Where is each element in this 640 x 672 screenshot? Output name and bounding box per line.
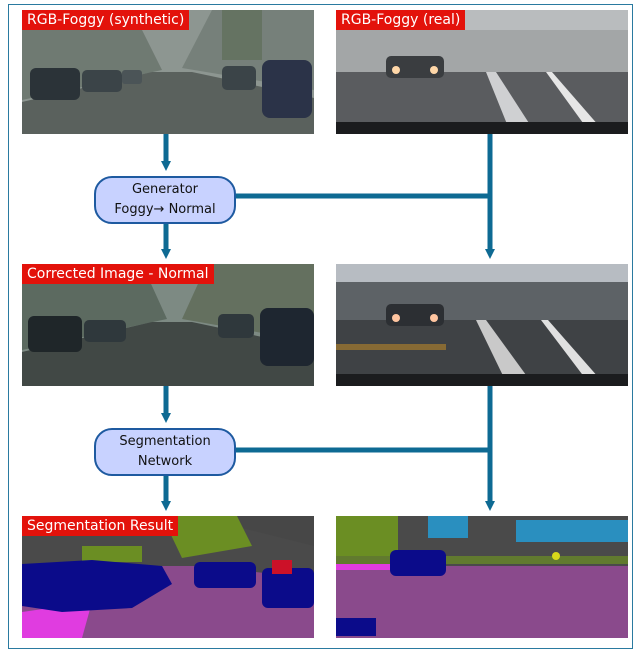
generator-title: Generator bbox=[131, 182, 198, 197]
image-corrected-real bbox=[336, 264, 628, 386]
image-foggy-real: RGB-Foggy (real) bbox=[336, 10, 628, 134]
panel-label-foggy-real: RGB-Foggy (real) bbox=[336, 10, 466, 30]
generator-node: Generator Foggy→ Normal bbox=[94, 176, 236, 224]
segmentation-network-node: Segmentation Network bbox=[94, 428, 236, 476]
panel-label-corrected: Corrected Image - Normal bbox=[22, 264, 214, 284]
image-segmentation-synthetic: Segmentation Result bbox=[22, 516, 314, 638]
image-segmentation-real bbox=[336, 516, 628, 638]
segnet-title: Segmentation bbox=[119, 434, 211, 449]
panel-label-segmentation: Segmentation Result bbox=[22, 516, 179, 536]
segnet-subtitle: Network bbox=[137, 454, 193, 469]
figure-frame bbox=[8, 4, 633, 649]
panel-label-foggy-synthetic: RGB-Foggy (synthetic) bbox=[22, 10, 190, 30]
generator-subtitle: Foggy→ Normal bbox=[114, 202, 216, 217]
image-foggy-synthetic: RGB-Foggy (synthetic) bbox=[22, 10, 314, 134]
image-corrected-synthetic: Corrected Image - Normal bbox=[22, 264, 314, 386]
